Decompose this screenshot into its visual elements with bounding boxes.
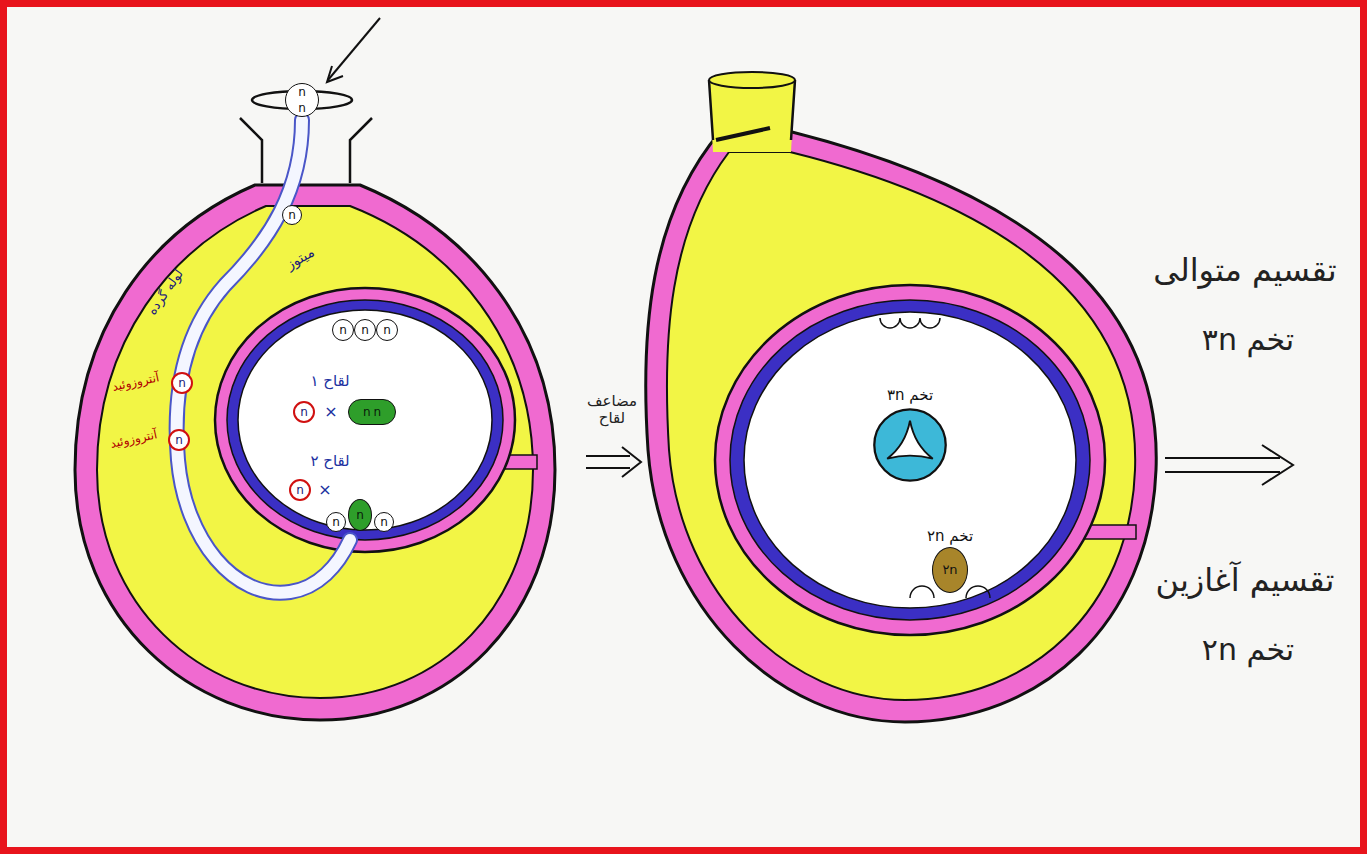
- endosperm-cell: تخم ۳n: [872, 407, 948, 483]
- pointer-arrow: [328, 18, 380, 80]
- cell-text-group: n: [380, 516, 388, 529]
- outer-integument: [646, 132, 1157, 722]
- cell-heading: تخم ۲n: [927, 527, 973, 545]
- cell-text-group: nn: [363, 406, 381, 419]
- embryo-sac-wall: [227, 300, 503, 540]
- cell-text-group: n: [361, 324, 369, 337]
- nucleus-triangle: [887, 421, 933, 459]
- ploidy-text: n: [175, 434, 183, 447]
- ploidy-text: n: [380, 516, 388, 529]
- cell-text-group: n: [296, 484, 304, 497]
- ploidy-text: n: [339, 324, 347, 337]
- tube-nucleus: n: [282, 205, 302, 225]
- ploidy-text: n: [332, 516, 340, 529]
- sperm-cell: n: [293, 401, 315, 423]
- process-label: تقسیم متوالی: [1153, 252, 1336, 289]
- pollen-tube: [177, 120, 350, 593]
- micropyle-lip: [350, 118, 372, 183]
- sperm-cell: n: [289, 479, 311, 501]
- embryo-sac: [744, 312, 1076, 608]
- nucellus: [667, 152, 1135, 700]
- arrow-head: [1262, 445, 1293, 485]
- inner-integument: [715, 285, 1105, 635]
- cell-text-group: n: [178, 377, 186, 390]
- arrow-head: [622, 447, 641, 477]
- cell-text-group: n: [339, 324, 347, 337]
- ploidy-text: n: [383, 324, 391, 337]
- ploidy-text: n: [363, 406, 371, 419]
- ploidy-text: n: [296, 484, 304, 497]
- cell-outline: [872, 407, 948, 483]
- micropyle-opening: [709, 72, 795, 88]
- cell-body: [874, 409, 945, 480]
- process-label: مضاعف لقاح: [583, 393, 641, 428]
- nucellus: [97, 206, 533, 698]
- cell-text-group: ۲n: [942, 563, 957, 577]
- double-arrow: [586, 456, 630, 468]
- embryo-sac-wall: [730, 300, 1090, 620]
- cell-text-group: n: [356, 509, 364, 522]
- cell-text-group: n: [175, 434, 183, 447]
- process-label: تقسیم آغازین: [1156, 562, 1335, 599]
- cell-text-group: n: [300, 406, 308, 419]
- inner-integument: [215, 288, 515, 552]
- ploidy-text: n: [298, 102, 306, 115]
- cell-text-group: nn: [298, 86, 306, 114]
- synergid-cell: n: [374, 512, 394, 532]
- ploidy-text: n: [178, 377, 186, 390]
- cell-heading: تخم ۳n: [887, 386, 933, 404]
- egg-cell: n: [348, 499, 372, 531]
- part-label: تخم ۳n: [1202, 323, 1294, 358]
- micropyle-neck: [709, 80, 795, 152]
- tube-remnant: [716, 128, 770, 140]
- synergid-cell: n: [326, 512, 346, 532]
- ploidy-text: n: [298, 86, 306, 99]
- ploidy-text: n: [288, 209, 296, 222]
- step-label: لقاح ۱: [310, 373, 349, 390]
- cell-text-group: n: [332, 516, 340, 529]
- cell-text-group: n: [383, 324, 391, 337]
- arrow-head: [327, 66, 343, 82]
- zygote-cell: تخم ۲n۲n: [932, 547, 968, 593]
- antipodal-cell: n: [332, 319, 354, 341]
- cross-sign: ×: [318, 481, 331, 499]
- pollen-tube: [177, 120, 350, 593]
- central-cell: nn: [348, 399, 396, 425]
- cross-sign: ×: [324, 403, 337, 421]
- ploidy-text: ۲n: [942, 563, 957, 577]
- embryo-sac: [238, 310, 492, 530]
- antipodal-remnant: [880, 318, 940, 328]
- antipodal-cell: n: [354, 319, 376, 341]
- ploidy-text: n: [361, 324, 369, 337]
- pollen-grain: nn: [285, 83, 319, 117]
- part-label: تخم ۲n: [1202, 633, 1294, 668]
- step-label: لقاح ۲: [310, 453, 349, 470]
- ploidy-text: n: [300, 406, 308, 419]
- outer-integument: [75, 185, 555, 720]
- ploidy-text: n: [374, 406, 382, 419]
- antipodal-cell: n: [376, 319, 398, 341]
- micropyle-lip: [240, 118, 262, 183]
- ploidy-text: n: [356, 509, 364, 522]
- sperm-cell: n: [171, 372, 193, 394]
- double-arrow: [1165, 458, 1280, 472]
- cell-text-group: n: [288, 209, 296, 222]
- sperm-cell: n: [168, 429, 190, 451]
